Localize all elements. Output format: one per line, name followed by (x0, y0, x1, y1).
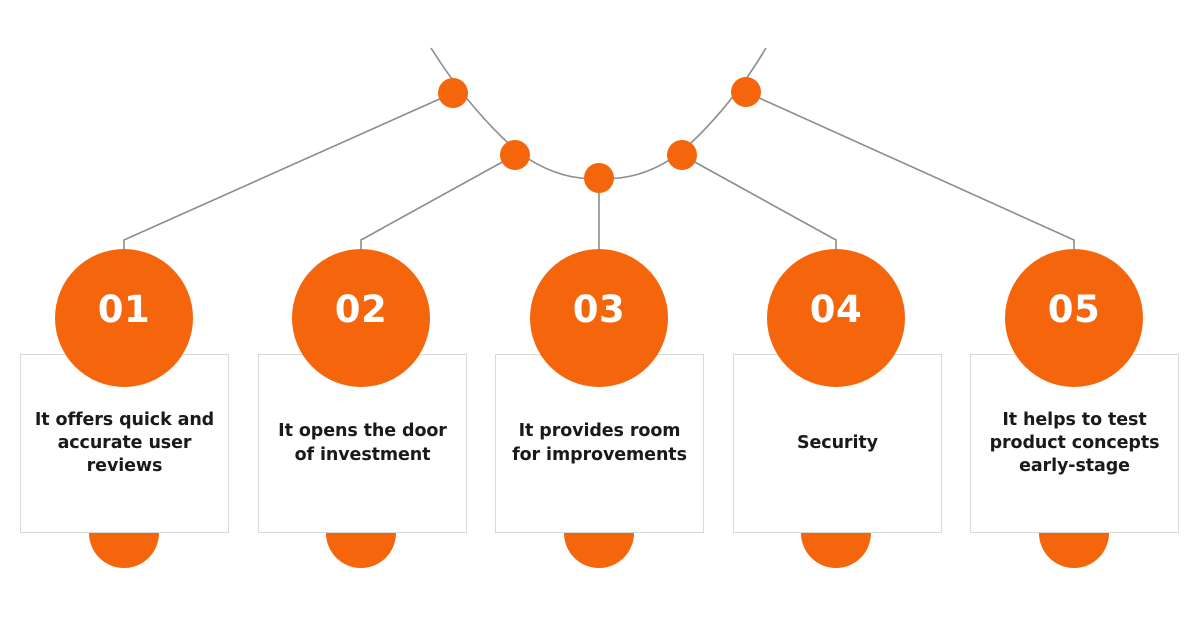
step-card-01[interactable]: It offers quick and accurate user review… (20, 354, 229, 533)
step-card-text-05: It helps to test product concepts early-… (989, 409, 1160, 477)
arc-node-04[interactable] (667, 140, 697, 170)
connector-line-05 (745, 91, 1075, 249)
connector-line-02 (360, 154, 516, 249)
step-number-label-03: 03 (572, 287, 626, 331)
step-number-circle-02[interactable]: 02 (292, 249, 430, 387)
step-number-label-04: 04 (809, 287, 863, 331)
arc-node-05[interactable] (731, 77, 761, 107)
step-card-05[interactable]: It helps to test product concepts early-… (970, 354, 1179, 533)
connector-line-04 (681, 154, 837, 249)
step-number-circle-04[interactable]: 04 (767, 249, 905, 387)
arc-node-02[interactable] (500, 140, 530, 170)
central-arc (430, 47, 767, 180)
step-number-label-01: 01 (97, 287, 151, 331)
arc-node-03[interactable] (584, 163, 614, 193)
step-card-text-01: It offers quick and accurate user review… (34, 409, 215, 477)
arc-node-01[interactable] (438, 78, 468, 108)
step-number-circle-05[interactable]: 05 (1005, 249, 1143, 387)
step-number-circle-01[interactable]: 01 (55, 249, 193, 387)
step-number-circle-03[interactable]: 03 (530, 249, 668, 387)
step-number-label-05: 05 (1047, 287, 1101, 331)
step-card-text-02: It opens the door of investment (278, 421, 447, 465)
step-card-text-04: Security (797, 432, 878, 453)
connector-line-01 (123, 92, 454, 249)
step-card-text-03: It provides room for improvements (512, 421, 687, 465)
step-number-label-02: 02 (334, 287, 388, 331)
